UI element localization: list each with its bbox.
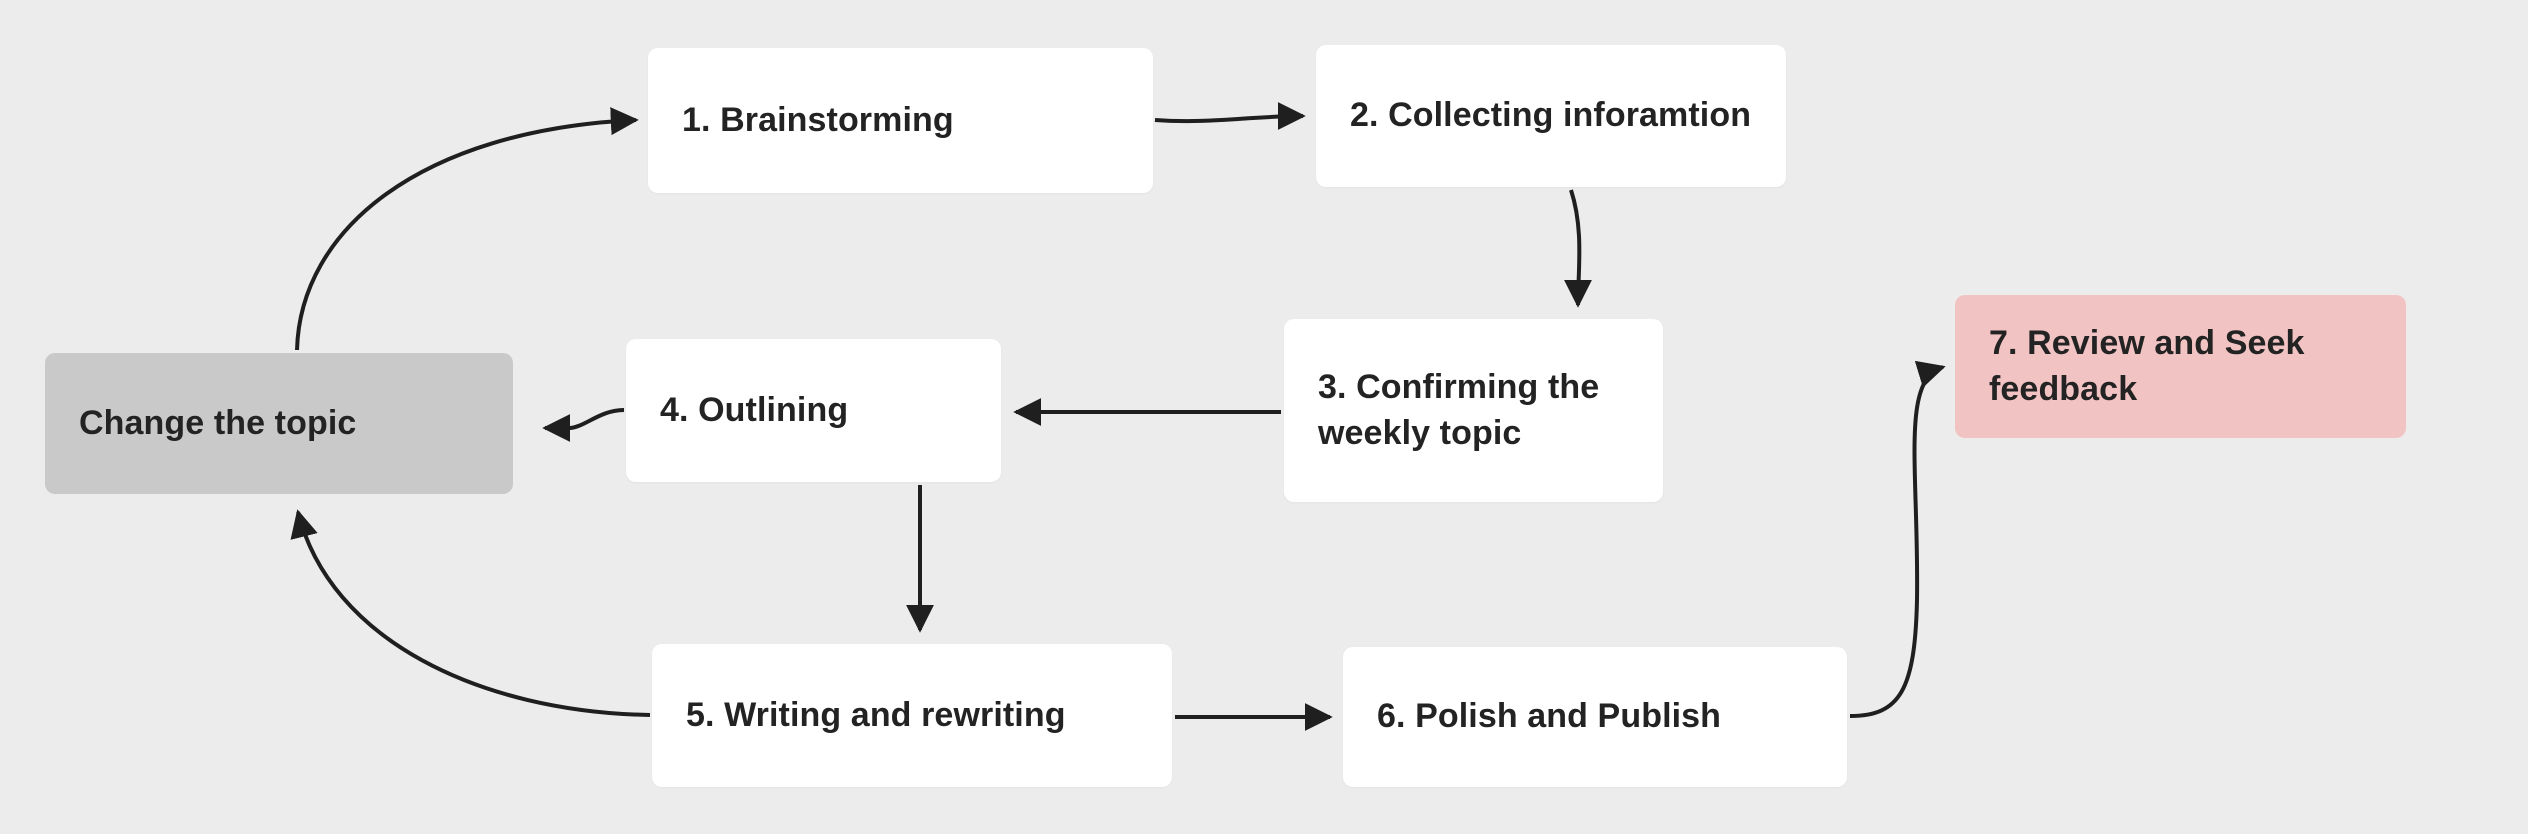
node-label: Change the topic bbox=[79, 403, 357, 442]
node-step-2-collecting-information[interactable]: 2. Collecting inforamtion bbox=[1316, 45, 1786, 187]
node-step-7-review-and-seek-feedback[interactable]: 7. Review and Seek feedback bbox=[1955, 295, 2406, 438]
node-label: 1. Brainstorming bbox=[682, 100, 954, 139]
edge-step-1-to-step-2 bbox=[1154, 102, 1306, 131]
node-label: 6. Polish and Publish bbox=[1377, 697, 1722, 736]
edge-step-4-to-change-topic bbox=[542, 408, 625, 442]
node-step-3-confirming-the-weekly-topic[interactable]: 3. Confirming the weekly topic bbox=[1284, 319, 1663, 502]
node-label: 5. Writing and rewriting bbox=[686, 695, 1066, 734]
node-step-1-brainstorming[interactable]: 1. Brainstorming bbox=[648, 48, 1153, 193]
node-label: 2. Collecting inforamtion bbox=[1350, 96, 1752, 135]
edge-step-5-to-change-topic bbox=[290, 509, 651, 717]
node-label: 3. Confirming the weekly topic bbox=[1318, 367, 1600, 452]
edge-step-2-to-step-3 bbox=[1564, 189, 1593, 308]
edge-step-6-to-step-7 bbox=[1849, 360, 1946, 718]
edge-change-topic-to-step-1 bbox=[295, 107, 639, 351]
node-change-the-topic[interactable]: Change the topic bbox=[45, 353, 513, 494]
node-step-6-polish-and-publish[interactable]: 6. Polish and Publish bbox=[1343, 647, 1847, 787]
node-step-5-writing-and-rewriting[interactable]: 5. Writing and rewriting bbox=[652, 644, 1172, 787]
node-step-4-outlining[interactable]: 4. Outlining bbox=[626, 339, 1001, 482]
node-label: 7. Review and Seek feedback bbox=[1989, 323, 2305, 408]
node-label: 4. Outlining bbox=[660, 390, 849, 429]
